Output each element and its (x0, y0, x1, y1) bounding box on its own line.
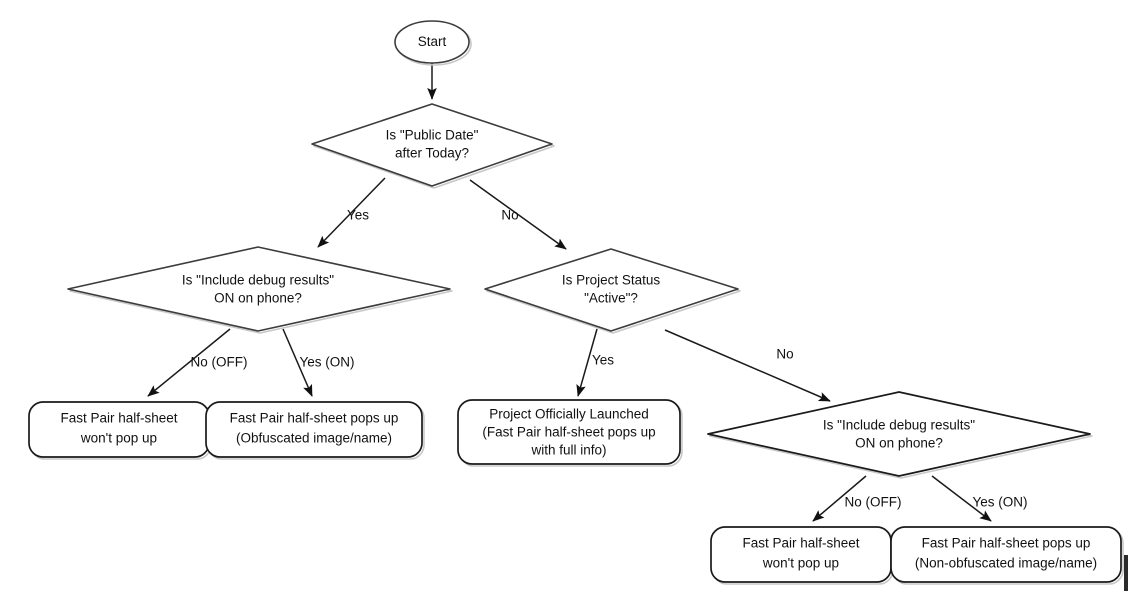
edge-label-no-public-date: No (501, 208, 518, 223)
edge-label-group: Yes No No (OFF) Yes (ON) Yes No No (OFF)… (191, 208, 1028, 510)
edge-group (147, 62, 992, 522)
node-debug-right-line-1: Is "Include debug results" (823, 418, 975, 433)
node-obfuscated-line-2: (Obfuscated image/name) (236, 431, 392, 446)
node-launched-line-1: Project Officially Launched (489, 407, 649, 422)
node-start-label: Start (418, 34, 447, 49)
edge-debug-left-to-obfuscated (282, 328, 313, 397)
edge-label-no-off-right: No (OFF) (845, 495, 902, 510)
node-project-status-line-2: "Active"? (584, 291, 638, 306)
edge-debug-left-to-no-popup (147, 328, 231, 397)
edge-label-yes-on-right: Yes (ON) (972, 495, 1027, 510)
node-project-status-line-1: Is Project Status (562, 273, 661, 288)
node-non-obfuscated[interactable]: Fast Pair half-sheet pops up (Non-obfusc… (890, 526, 1124, 585)
node-launched-line-2: (Fast Pair half-sheet pops up (482, 425, 655, 440)
node-obfuscated[interactable]: Fast Pair half-sheet pops up (Obfuscated… (205, 401, 425, 460)
node-no-popup-right-line-1: Fast Pair half-sheet (742, 536, 859, 551)
node-non-obfuscated-line-1: Fast Pair half-sheet pops up (922, 536, 1091, 551)
edge-public-date-to-debug-left (317, 177, 386, 248)
node-start[interactable]: Start (394, 20, 472, 66)
node-no-popup-right[interactable]: Fast Pair half-sheet won't pop up (710, 526, 894, 585)
node-launched[interactable]: Project Officially Launched (Fast Pair h… (457, 399, 683, 467)
edge-label-no-off-left: No (OFF) (191, 355, 248, 370)
node-debug-left-line-1: Is "Include debug results" (182, 273, 334, 288)
node-obfuscated-line-1: Fast Pair half-sheet pops up (230, 411, 399, 426)
node-no-popup-left-line-1: Fast Pair half-sheet (60, 411, 177, 426)
node-launched-line-3: with full info) (530, 443, 606, 458)
edge-project-status-to-launched (576, 328, 598, 397)
right-edge-artifact (1124, 555, 1128, 591)
node-debug-left-line-2: ON on phone? (214, 291, 302, 306)
node-no-popup-left-line-2: won't pop up (80, 431, 157, 446)
edge-label-yes-public-date: Yes (347, 208, 369, 223)
edge-label-yes-on-left: Yes (ON) (299, 355, 354, 370)
node-project-status[interactable]: Is Project Status "Active"? (484, 248, 741, 334)
edge-debug-right-to-no-popup (812, 475, 867, 522)
node-debug-right-line-2: ON on phone? (855, 436, 943, 451)
node-non-obfuscated-line-2: (Non-obfuscated image/name) (915, 556, 1097, 571)
node-debug-left[interactable]: Is "Include debug results" ON on phone? (67, 246, 453, 334)
edge-debug-right-to-non-obfuscated (931, 475, 992, 522)
edge-project-status-to-debug-right (664, 329, 831, 402)
node-public-date-line-2: after Today? (395, 146, 469, 161)
node-public-date-line-1: Is "Public Date" (386, 128, 479, 143)
node-no-popup-left[interactable]: Fast Pair half-sheet won't pop up (28, 401, 212, 460)
edge-label-yes-project-status: Yes (592, 353, 614, 368)
node-no-popup-right-line-2: won't pop up (762, 556, 839, 571)
node-public-date[interactable]: Is "Public Date" after Today? (311, 103, 555, 189)
node-debug-right[interactable]: Is "Include debug results" ON on phone? (707, 391, 1093, 479)
edge-public-date-to-project-status (469, 179, 567, 250)
edge-label-no-project-status: No (776, 347, 793, 362)
